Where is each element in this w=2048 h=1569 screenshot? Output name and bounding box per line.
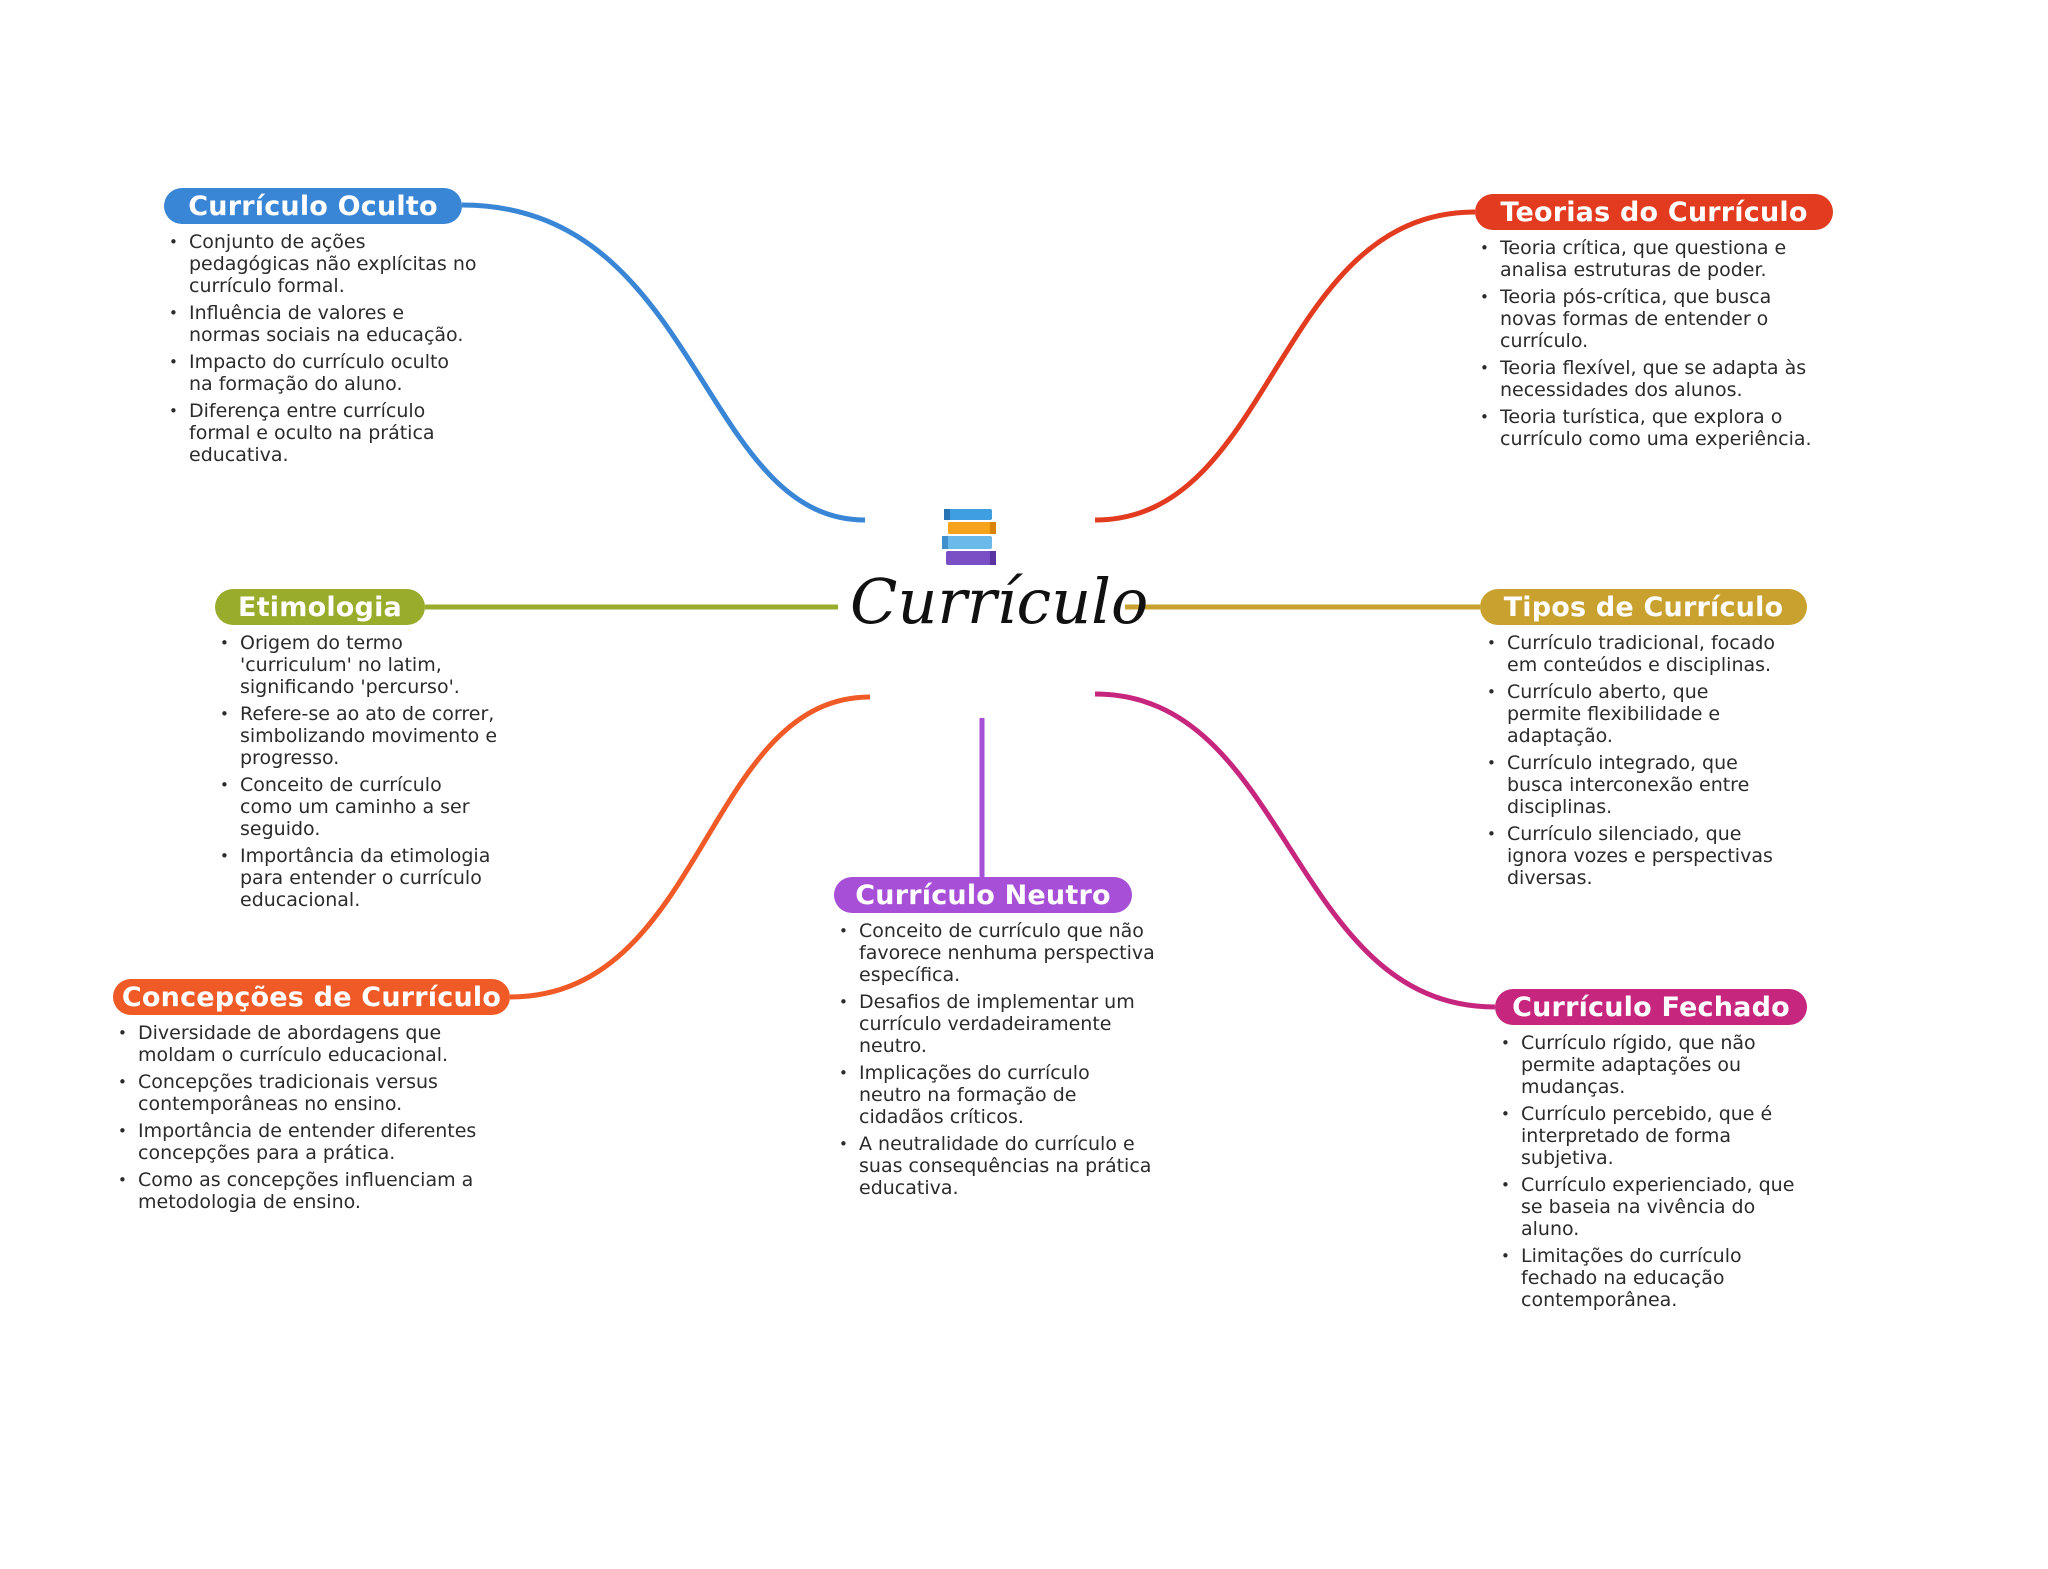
list-item: Teoria turística, que explora o currícul…	[1478, 406, 1813, 450]
list-item: Limitações do currículo fechado na educa…	[1499, 1245, 1799, 1311]
list-item: Currículo aberto, que permite flexibilid…	[1485, 681, 1785, 747]
topic-curriculo-oculto[interactable]: Currículo Oculto	[164, 188, 462, 224]
list-item: Como as concepções influenciam a metodol…	[116, 1169, 511, 1213]
list-item: Diversidade de abordagens que moldam o c…	[116, 1022, 511, 1066]
topic-etimologia[interactable]: Etimologia	[215, 589, 425, 625]
list-item: Conceito de currículo como um caminho a …	[218, 774, 498, 840]
list-item: Teoria pós-crítica, que busca novas form…	[1478, 286, 1813, 352]
list-etimologia: Origem do termo 'curriculum' no latim, s…	[218, 632, 498, 916]
list-item: Currículo integrado, que busca intercone…	[1485, 752, 1785, 818]
list-item: Currículo tradicional, focado em conteúd…	[1485, 632, 1785, 676]
list-item: Importância da etimologia para entender …	[218, 845, 498, 911]
list-teorias-do-curriculo: Teoria crítica, que questiona e analisa …	[1478, 237, 1813, 455]
edge-concepcoes	[509, 694, 871, 1000]
topic-tipos-de-curriculo[interactable]: Tipos de Currículo	[1480, 589, 1807, 625]
list-item: Origem do termo 'curriculum' no latim, s…	[218, 632, 498, 698]
list-item: Influência de valores e normas sociais n…	[167, 302, 477, 346]
central-topic: Currículo	[850, 565, 1149, 638]
topic-teorias-do-curriculo[interactable]: Teorias do Currículo	[1475, 194, 1833, 230]
list-item: Importância de entender diferentes conce…	[116, 1120, 511, 1164]
list-item: Currículo silenciado, que ignora vozes e…	[1485, 823, 1785, 889]
list-item: Currículo experienciado, que se baseia n…	[1499, 1174, 1799, 1240]
edge-curriculo-oculto	[461, 202, 866, 523]
list-item: Refere-se ao ato de correr, simbolizando…	[218, 703, 498, 769]
edge-teorias	[1094, 209, 1476, 523]
list-item: Teoria flexível, que se adapta às necess…	[1478, 357, 1813, 401]
list-item: Currículo rígido, que não permite adapta…	[1499, 1032, 1799, 1098]
list-item: Desafios de implementar um currículo ver…	[837, 991, 1157, 1057]
list-curriculo-fechado: Currículo rígido, que não permite adapta…	[1499, 1032, 1799, 1316]
list-curriculo-oculto: Conjunto de ações pedagógicas não explíc…	[167, 231, 477, 471]
list-item: Teoria crítica, que questiona e analisa …	[1478, 237, 1813, 281]
list-curriculo-neutro: Conceito de currículo que não favorece n…	[837, 920, 1157, 1204]
list-item: A neutralidade do currículo e suas conse…	[837, 1133, 1157, 1199]
list-item: Conjunto de ações pedagógicas não explíc…	[167, 231, 477, 297]
list-concepcoes-de-curriculo: Diversidade de abordagens que moldam o c…	[116, 1022, 511, 1218]
list-item: Implicações do currículo neutro na forma…	[837, 1062, 1157, 1128]
topic-curriculo-fechado[interactable]: Currículo Fechado	[1495, 989, 1807, 1025]
topic-curriculo-neutro[interactable]: Currículo Neutro	[834, 877, 1132, 913]
list-item: Concepções tradicionais versus contempor…	[116, 1071, 511, 1115]
edge-fechado	[1094, 691, 1496, 1010]
list-item: Conceito de currículo que não favorece n…	[837, 920, 1157, 986]
list-item: Impacto do currículo oculto na formação …	[167, 351, 477, 395]
list-item: Diferença entre currículo formal e ocult…	[167, 400, 477, 466]
list-item: Currículo percebido, que é interpretado …	[1499, 1103, 1799, 1169]
topic-concepcoes-de-curriculo[interactable]: Concepções de Currículo	[113, 979, 510, 1015]
list-tipos-de-curriculo: Currículo tradicional, focado em conteúd…	[1485, 632, 1785, 894]
books-icon	[942, 509, 996, 565]
